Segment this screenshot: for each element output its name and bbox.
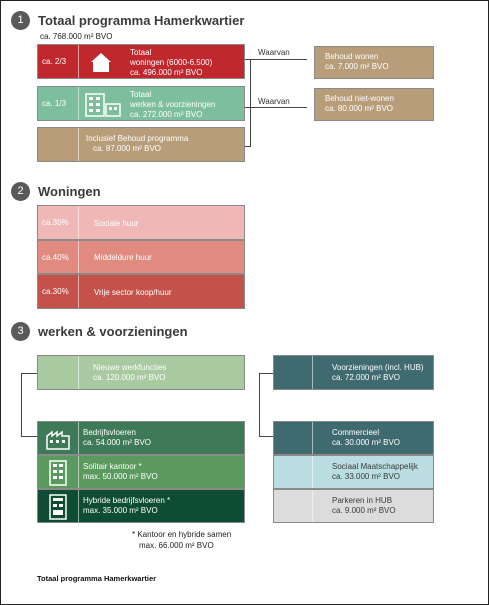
box-line1: Voorzieningen (incl. HUB) — [332, 363, 424, 372]
row-line1: Totaal — [130, 48, 152, 57]
woningen-segment: ca.40% Middeldure huur — [37, 240, 245, 274]
box-line1: Commercieel — [332, 428, 380, 437]
box-line1: Behoud niet-wonen — [325, 94, 394, 103]
box-line2: ca. 33.000 m² BVO — [332, 472, 401, 481]
row-line1: Inclusief Behoud programma — [86, 134, 189, 143]
behoud-niet-wonen-box: Behoud niet-wonen ca. 80.000 m² BVO — [314, 88, 434, 121]
connector-line — [245, 59, 307, 60]
connector-line — [259, 373, 273, 374]
box-line2: ca. 9.000 m² BVO — [332, 506, 396, 515]
behoud-wonen-box: Behoud wonen ca. 7.000 m² BVO — [314, 46, 434, 79]
woningen-segment: ca.30% Sociale huur — [37, 205, 245, 240]
segment-label: Sociale huur — [94, 219, 139, 228]
waarvan-label: Waarvan — [258, 48, 290, 57]
box-line2: ca. 30.000 m² BVO — [332, 438, 401, 447]
connector-line — [21, 436, 37, 437]
connector-line — [21, 373, 37, 374]
parkeren-hub-box: Parkeren in HUB ca. 9.000 m² BVO — [273, 489, 434, 523]
nieuwe-werkfuncties-box: Nieuwe werkfuncties ca. 120.000 m² BVO — [37, 355, 245, 390]
box-line2: max. 50.000 m² BVO — [83, 472, 158, 481]
row-line3: ca. 496.000 m² BVO — [130, 68, 203, 77]
box-line2: ca. 80.000 m² BVO — [325, 104, 394, 113]
section-title: werken & voorzieningen — [38, 324, 188, 339]
connector-line — [21, 373, 22, 436]
share-label: ca.30% — [42, 287, 69, 296]
footnote: max. 66.000 m² BVO — [139, 541, 214, 550]
commercieel-box: Commercieel ca. 30.000 m² BVO — [273, 421, 434, 455]
box-line1: Behoud wonen — [325, 52, 379, 61]
box-line2: ca. 54.000 m² BVO — [83, 438, 152, 447]
office-icon — [49, 460, 67, 486]
footnote: * Kantoor en hybride samen — [132, 530, 232, 539]
box-line2: ca. 72.000 m² BVO — [332, 373, 401, 382]
row-line2: woningen (6000-6.500) — [130, 58, 213, 67]
connector-line — [259, 373, 260, 436]
connector-line — [250, 59, 251, 147]
row-line2: werken & voorzieningen — [130, 100, 216, 109]
row-line2: ca. 87.000 m² BVO — [93, 144, 162, 153]
row-line1: Totaal — [130, 90, 152, 99]
share-label: ca.30% — [42, 218, 69, 227]
house-icon — [91, 53, 111, 72]
share-label: ca.40% — [42, 252, 69, 262]
share-label: ca. 2/3 — [42, 57, 67, 66]
segment-label: Middeldure huur — [94, 253, 152, 262]
hybride-bedrijfsvloeren-box: Hybride bedrijfsvloeren * max. 35.000 m²… — [37, 489, 245, 523]
solitair-kantoor-box: Solitair kantoor * max. 50.000 m² BVO — [37, 455, 245, 489]
werken-total-box: ca. 1/3 Totaal werken & voorzieningen ca… — [37, 86, 245, 121]
connector-line — [259, 436, 273, 437]
box-line2: max. 35.000 m² BVO — [83, 506, 158, 515]
voorzieningen-box: Voorzieningen (incl. HUB) ca. 72.000 m² … — [273, 355, 434, 390]
box-line1: Hybride bedrijfsvloeren * — [83, 496, 171, 505]
box-line1: Sociaal Maatschappelijk — [332, 462, 418, 471]
share-label: ca. 1/3 — [42, 99, 67, 108]
factory-icon — [46, 430, 70, 450]
section-number-badge: 2 — [11, 182, 30, 201]
behoud-total-box: Inclusief Behoud programma ca. 87.000 m²… — [37, 127, 245, 162]
woningen-total-box: ca. 2/3 Totaal woningen (6000-6.500) ca.… — [37, 44, 245, 79]
bedrijfsvloeren-box: Bedrijfsvloeren ca. 54.000 m² BVO — [37, 421, 245, 455]
hybrid-building-icon — [49, 494, 67, 520]
building-icon — [85, 93, 121, 117]
row-line3: ca. 272.000 m² BVO — [130, 110, 203, 119]
box-line1: Parkeren in HUB — [332, 496, 393, 505]
box-line1: Bedrijfsvloeren — [83, 428, 136, 437]
connector-line — [245, 146, 251, 147]
section-number-badge: 1 — [11, 11, 30, 30]
woningen-segment: ca.30% Vrije sector koop/huur — [37, 274, 245, 309]
segment-label: Vrije sector koop/huur — [94, 288, 172, 297]
box-line1: Nieuwe werkfuncties — [93, 363, 167, 372]
box-line1: Solitair kantoor * — [83, 462, 142, 471]
box-line2: ca. 120.000 m² BVO — [93, 373, 166, 382]
figure-caption: Totaal programma Hamerkwartier — [37, 574, 157, 583]
sociaal-maatschappelijk-box: Sociaal Maatschappelijk ca. 33.000 m² BV… — [273, 455, 434, 489]
box-line2: ca. 7.000 m² BVO — [325, 62, 389, 71]
section-title: Woningen — [38, 184, 101, 199]
section-title: Totaal programma Hamerkwartier — [38, 13, 245, 28]
waarvan-label: Waarvan — [258, 97, 290, 106]
connector-line — [245, 107, 307, 108]
section-number-badge: 3 — [11, 322, 30, 341]
section-subtitle: ca. 768.000 m² BVO — [40, 32, 113, 41]
